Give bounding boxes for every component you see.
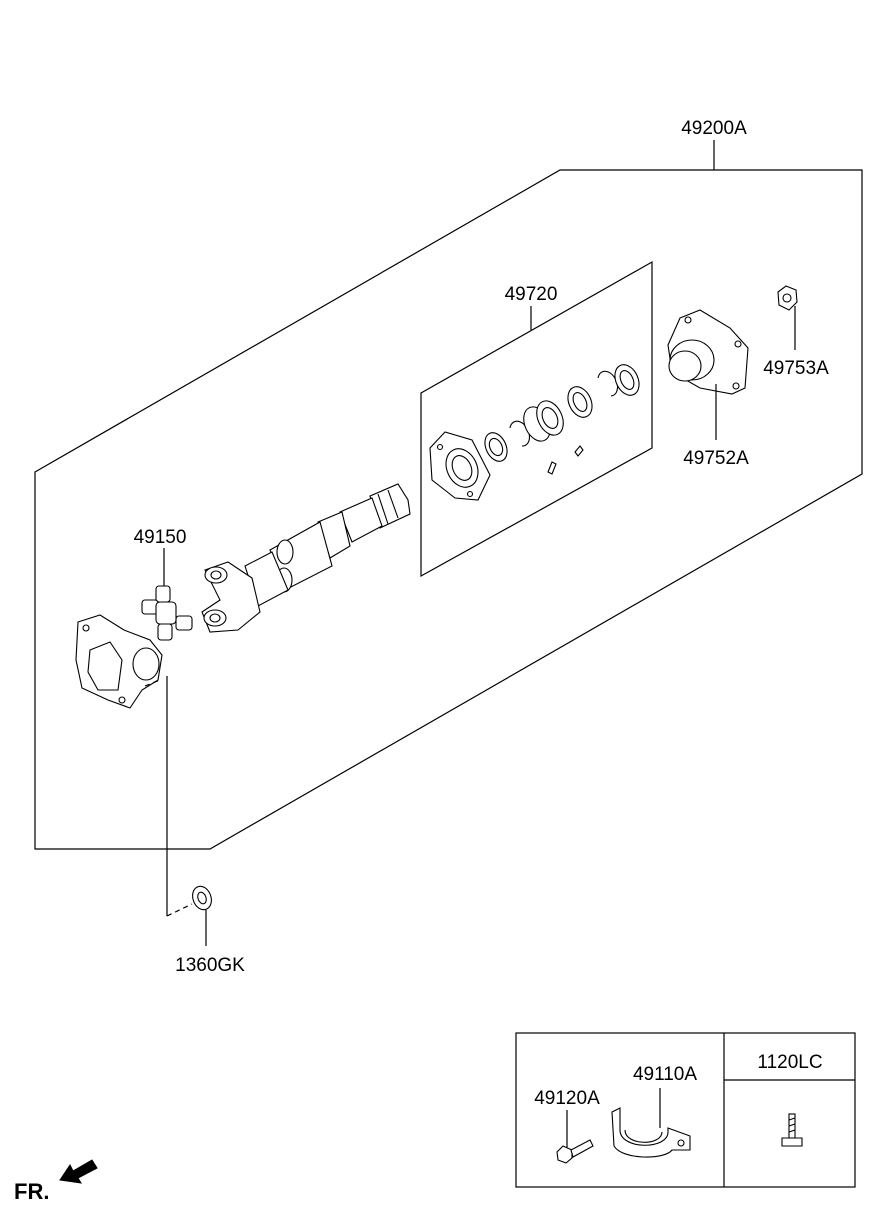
label-49720: 49720 [505,284,558,305]
bearing-kit-outline [420,260,653,578]
label-49753A: 49753A [763,358,829,379]
label-1360GK: 1360GK [175,955,245,976]
screw [781,1113,803,1147]
label-49150: 49150 [134,527,187,548]
bearing [523,400,564,442]
propeller-shaft [244,483,411,607]
flange-nut [777,285,798,311]
snap-ring-2 [597,370,618,397]
seal-ring-2 [567,386,593,418]
bearing-housing [429,431,491,501]
bracket [611,1107,691,1158]
seal-ring-1 [484,432,508,462]
washer [192,885,212,911]
bolt [556,1139,594,1164]
front-arrow-icon [59,1159,98,1184]
universal-joint-cross [141,585,193,641]
companion-flange [667,309,749,395]
label-49120A: 49120A [534,1088,600,1109]
dust-seal [614,364,640,396]
label-49110A: 49110A [633,1064,697,1085]
flange-yoke [75,614,163,709]
grease-nipples [547,445,584,475]
washer-leader-dash-2 [166,903,193,917]
direction-label: FR. [14,1179,49,1204]
washer-leader-dash-1 [144,679,161,687]
label-49752A: 49752A [683,448,749,469]
assembly-outline [34,169,863,850]
label-49200A: 49200A [681,118,747,139]
parts-table [515,1032,856,1188]
label-1120LC: 1120LC [757,1052,822,1073]
slip-yoke [201,561,261,633]
